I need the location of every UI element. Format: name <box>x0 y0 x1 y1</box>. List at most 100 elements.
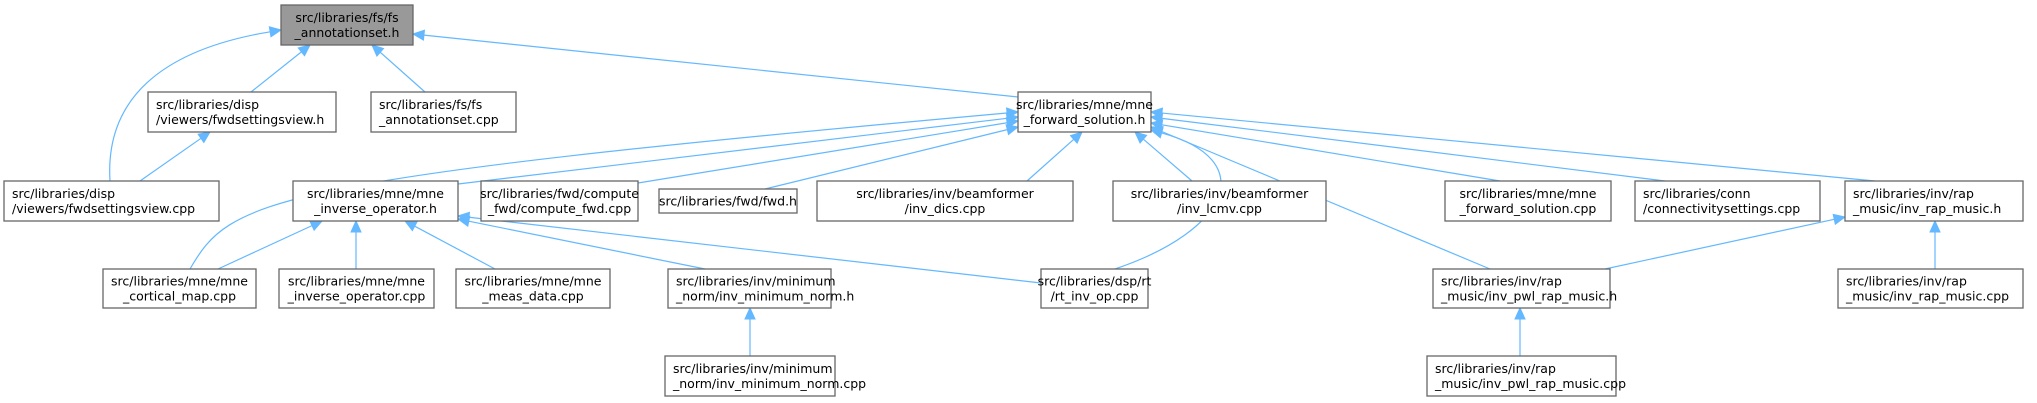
arrowhead-icon <box>350 219 362 233</box>
node-label-line: src/libraries/mne/mne <box>465 274 602 289</box>
edge-annotationset_cpp-to-root <box>371 44 426 93</box>
node-box <box>480 180 639 222</box>
node-compute-fwd-cpp[interactable]: src/libraries/fwd/compute_fwd/compute_fw… <box>480 180 639 222</box>
node-fwdsettingsview-h[interactable]: src/libraries/disp/viewers/fwdsettingsvi… <box>147 91 337 133</box>
node-box <box>102 268 257 309</box>
edge-mne_inverse_operator_cpp-to-mne_inverse_operator_h <box>350 219 362 269</box>
edge-line <box>250 51 302 93</box>
edge-line <box>468 216 1042 284</box>
node-box <box>1837 268 2024 309</box>
node-label-line: src/libraries/inv/rap <box>1441 274 1562 289</box>
node-inv-pwl-rap-music-cpp[interactable]: src/libraries/inv/rap_music/inv_pwl_rap_… <box>1426 355 1626 397</box>
node-label-line: _norm/inv_minimum_norm.cpp <box>672 376 866 391</box>
node-box <box>1017 91 1152 133</box>
node-box <box>1426 355 1617 397</box>
node-label-line: src/libraries/disp <box>156 97 259 112</box>
edge-fwdsettingsview_cpp-to-root <box>109 26 283 182</box>
node-inv-rap-music-h[interactable]: src/libraries/inv/rap_music/inv_rap_musi… <box>1844 180 2024 222</box>
arrowhead-icon <box>456 211 471 224</box>
edge-line <box>217 225 313 270</box>
node-label-line: _music/inv_rap_music.cpp <box>1845 289 2009 304</box>
node-box <box>455 268 611 309</box>
edge-fwd_h-to-mne_forward_solution_h <box>764 124 1020 190</box>
arrowhead-icon <box>1149 107 1163 119</box>
arrowhead-icon <box>744 306 756 320</box>
node-label-line: src/libraries/mne/mne <box>1016 97 1153 112</box>
arrowhead-icon <box>411 29 426 41</box>
edge-fwdsettingsview_cpp-to-fwdsettingsview_h <box>139 131 211 182</box>
node-box <box>1040 268 1149 309</box>
node-box <box>664 355 836 397</box>
node-box <box>816 180 1074 222</box>
node-label-line: src/libraries/mne/mne <box>1460 186 1597 201</box>
arrowhead-icon <box>297 44 311 57</box>
node-label-line: src/libraries/mne/mne <box>288 274 425 289</box>
node-fwdsettingsview-cpp[interactable]: src/libraries/disp/viewers/fwdsettingsvi… <box>3 180 220 222</box>
node-mne-cortical-map-cpp[interactable]: src/libraries/mne/mne_cortical_map.cpp <box>102 268 257 309</box>
edge-inv_rap_music_cpp-to-inv_rap_music_h <box>1929 219 1941 269</box>
node-box <box>280 4 414 46</box>
node-label-line: src/libraries/fs/fs <box>295 10 398 25</box>
node-box <box>1112 180 1327 222</box>
node-box <box>667 268 832 309</box>
node-label-line: src/libraries/inv/rap <box>1846 274 1967 289</box>
node-inv-lcmv-cpp[interactable]: src/libraries/inv/beamformer/inv_lcmv.cp… <box>1112 180 1327 222</box>
node-rt-inv-op-cpp[interactable]: src/libraries/dsp/rt/rt_inv_op.cpp <box>1038 268 1152 309</box>
edge-line <box>1026 138 1075 182</box>
edge-line <box>423 34 1019 98</box>
node-box <box>1432 268 1611 309</box>
arrowhead-icon <box>268 26 283 38</box>
node-mne-forward-solution-h[interactable]: src/libraries/mne/mne_forward_solution.h <box>1016 91 1153 133</box>
node-inv-pwl-rap-music-h[interactable]: src/libraries/inv/rap_music/inv_pwl_rap_… <box>1432 268 1617 309</box>
node-label-line: _annotationset.cpp <box>378 112 499 127</box>
node-box <box>658 188 798 214</box>
node-inv-rap-music-cpp[interactable]: src/libraries/inv/rap_music/inv_rap_musi… <box>1837 268 2024 309</box>
node-inv-minimum-norm-h[interactable]: src/libraries/inv/minimum_norm/inv_minim… <box>667 268 854 309</box>
node-root[interactable]: src/libraries/fs/fs_annotationset.h <box>280 4 414 46</box>
node-mne-inverse-operator-h[interactable]: src/libraries/mne/mne_inverse_operator.h <box>292 180 459 222</box>
edge-line <box>1604 218 1835 270</box>
node-mne-inverse-operator-cpp[interactable]: src/libraries/mne/mne_inverse_operator.c… <box>278 268 435 309</box>
edge-line <box>1161 117 1666 182</box>
node-label-line: _cortical_map.cpp <box>122 289 236 304</box>
node-label-line: src/libraries/inv/beamformer <box>856 186 1034 201</box>
arrowhead-icon <box>371 44 385 57</box>
node-inv-minimum-norm-cpp[interactable]: src/libraries/inv/minimum_norm/inv_minim… <box>664 355 866 397</box>
node-mne-forward-solution-cpp[interactable]: src/libraries/mne/mne_forward_solution.c… <box>1444 180 1612 222</box>
arrowhead-icon <box>1514 306 1526 320</box>
edge-inv_lcmv_cpp-to-mne_forward_solution_h <box>1134 131 1193 182</box>
node-label-line: _fwd/compute_fwd.cpp <box>487 201 631 216</box>
arrowhead-icon <box>1005 124 1020 136</box>
node-annotationset-cpp[interactable]: src/libraries/fs/fs_annotationset.cpp <box>370 91 517 133</box>
node-fwd-h[interactable]: src/libraries/fwd/fwd.h <box>658 188 798 214</box>
node-label-line: /connectivitysettings.cpp <box>1643 201 1800 216</box>
edge-line <box>139 137 202 182</box>
node-label-line: src/libraries/fwd/compute <box>480 186 639 201</box>
node-label-line: /rt_inv_op.cpp <box>1051 289 1139 304</box>
arrowhead-icon <box>197 131 211 144</box>
node-label-line: src/libraries/disp <box>12 186 115 201</box>
node-label-line: _norm/inv_minimum_norm.h <box>675 289 854 304</box>
node-mne-meas-data-cpp[interactable]: src/libraries/mne/mne_meas_data.cpp <box>455 268 611 309</box>
node-connectivitysettings-cpp[interactable]: src/libraries/conn/connectivitysettings.… <box>1634 180 1821 222</box>
nodes-layer: src/libraries/fs/fs_annotationset.hsrc/l… <box>3 4 2024 397</box>
node-box <box>147 91 337 133</box>
node-label-line: _forward_solution.h <box>1023 112 1146 127</box>
arrowhead-icon <box>403 220 418 232</box>
node-label-line: src/libraries/fwd/fwd.h <box>659 194 797 209</box>
node-box <box>292 180 459 222</box>
node-label-line: src/libraries/inv/beamformer <box>1131 186 1309 201</box>
arrowhead-icon <box>1149 126 1164 137</box>
node-label-line: _inverse_operator.h <box>313 201 437 216</box>
edge-line <box>109 31 271 182</box>
node-label-line: _music/inv_pwl_rap_music.h <box>1440 289 1617 304</box>
edge-inv_rap_music_h-to-mne_forward_solution_h <box>1149 107 1876 182</box>
node-box <box>278 268 435 309</box>
node-box <box>1634 180 1821 222</box>
arrowhead-icon <box>1069 131 1083 144</box>
edge-rt_inv_op_cpp-to-mne_inverse_operator_h <box>456 211 1042 284</box>
node-inv-dics-cpp[interactable]: src/libraries/inv/beamformer/inv_dics.cp… <box>816 180 1074 222</box>
edge-inv_dics_cpp-to-mne_forward_solution_h <box>1026 131 1083 182</box>
edge-inv_minimum_norm_h-to-mne_inverse_operator_h <box>456 215 706 270</box>
